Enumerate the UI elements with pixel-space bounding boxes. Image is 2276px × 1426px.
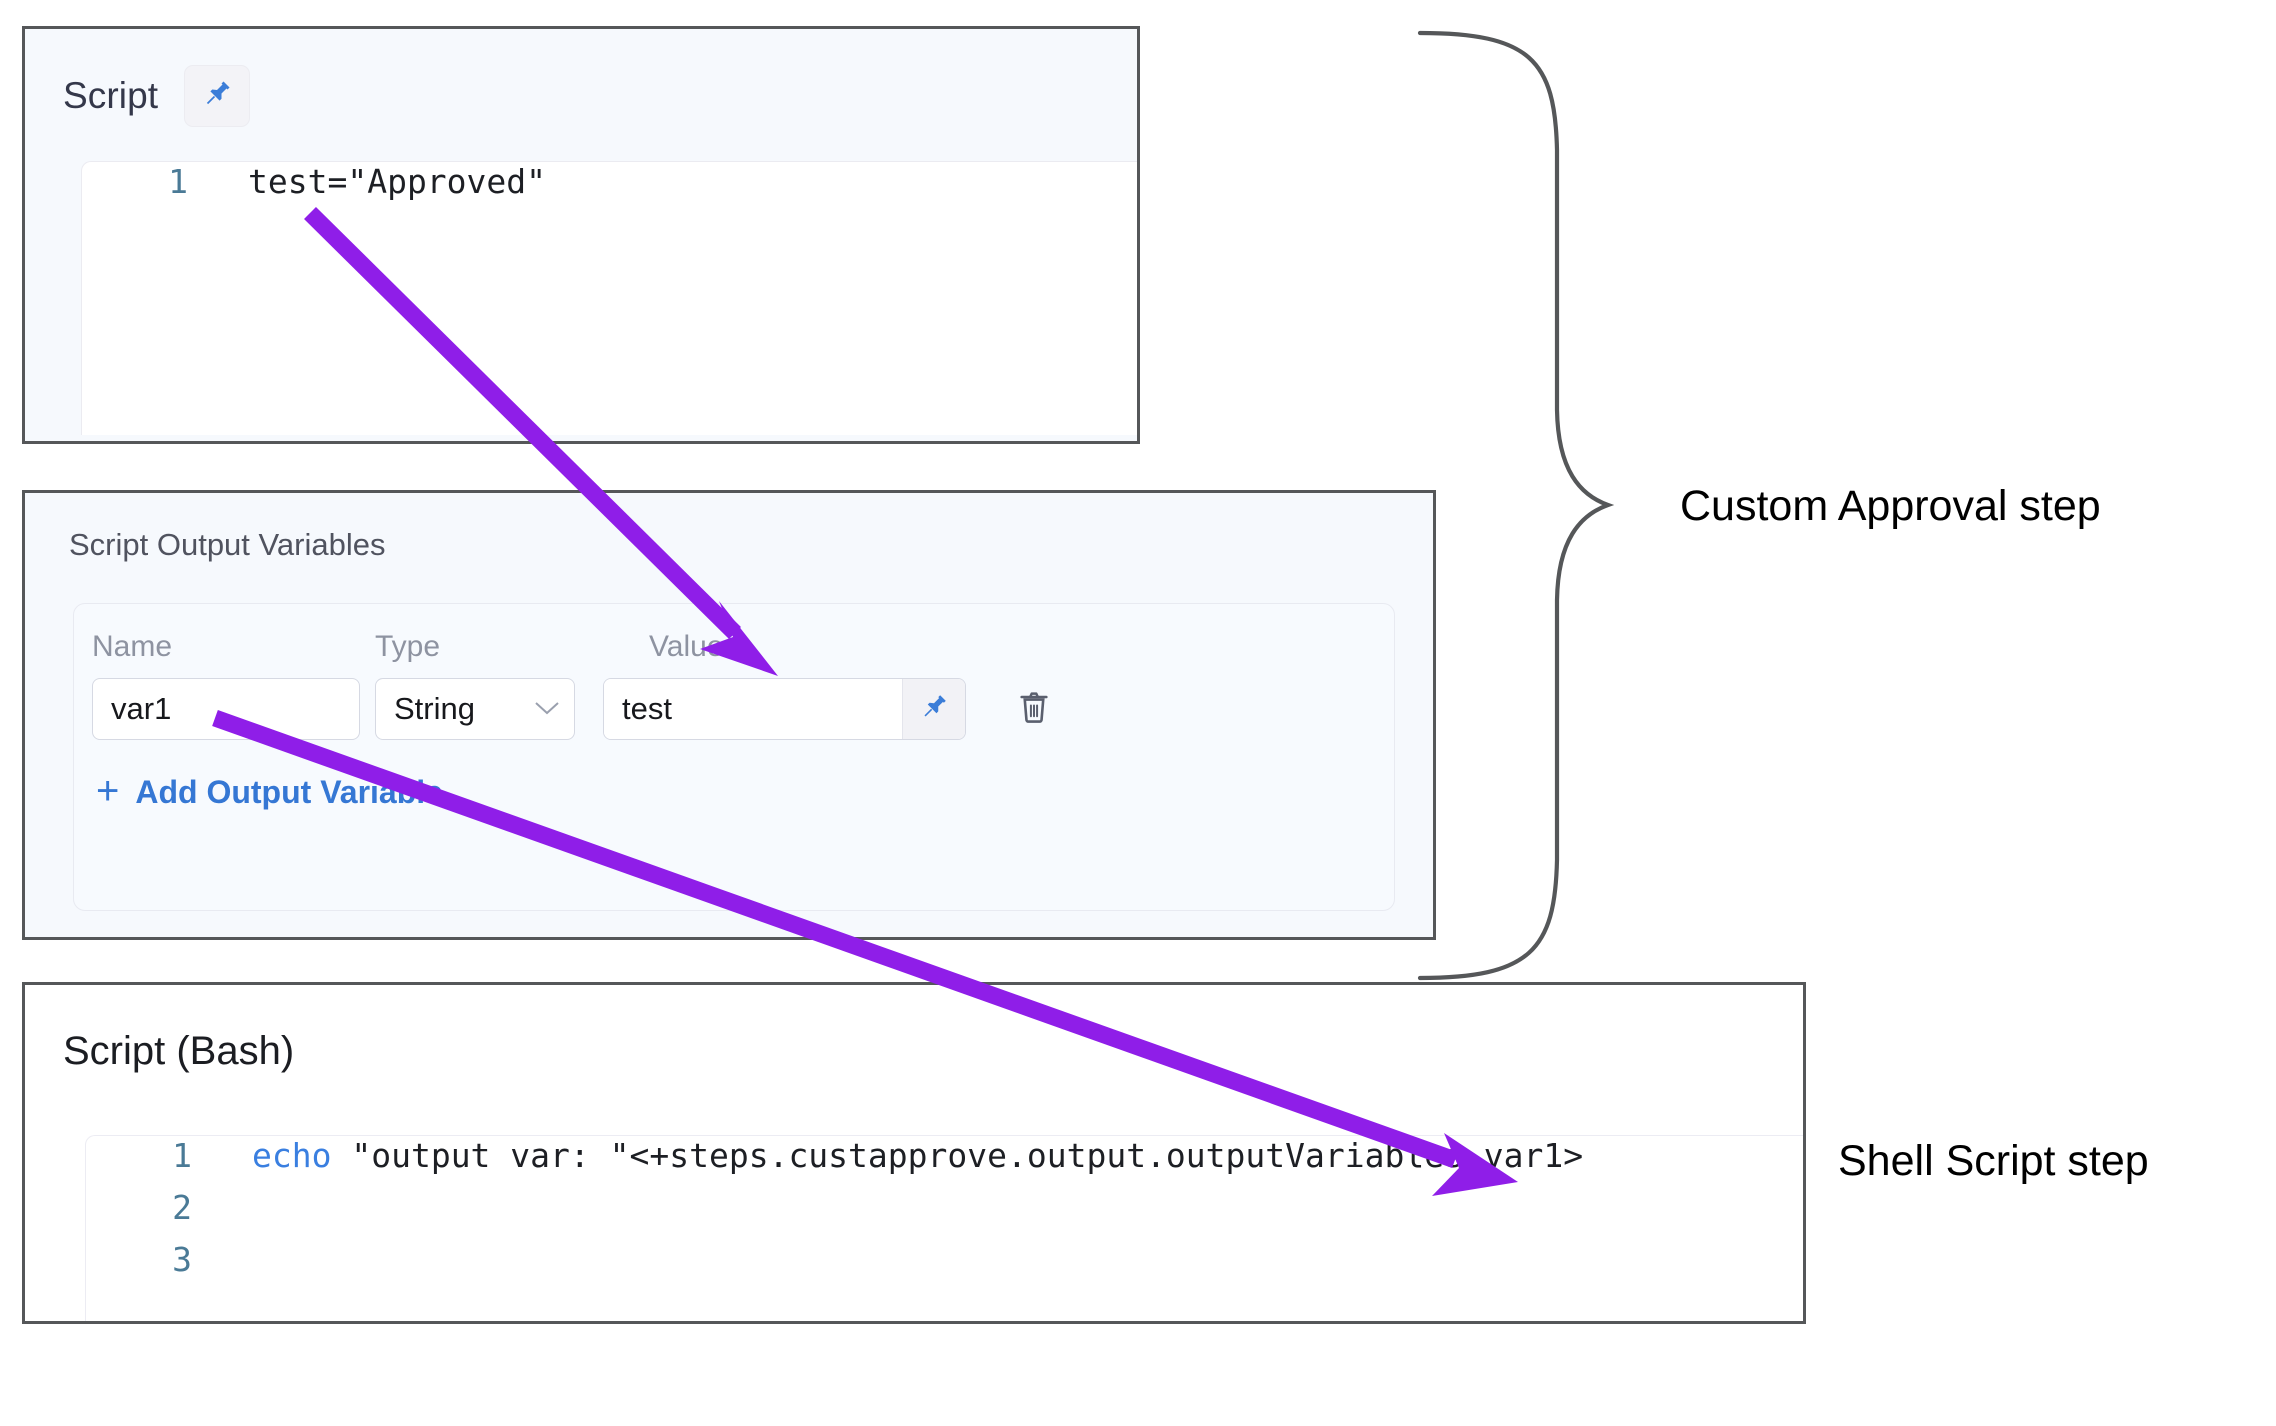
code-line: 3 <box>86 1240 1803 1292</box>
trash-icon <box>1015 687 1053 732</box>
chevron-down-icon <box>534 698 560 720</box>
output-variables-card: Name Type Value var1 String test <box>73 603 1395 911</box>
add-output-variable-label: Add Output Variable <box>135 774 443 810</box>
value-pin-button[interactable] <box>902 679 965 739</box>
variable-type-select[interactable]: String <box>375 678 575 740</box>
column-header-type: Type <box>375 630 441 663</box>
variable-type-value: String <box>394 691 475 726</box>
script-panel: Script 1 test="Approved" <box>22 26 1140 444</box>
script-panel-header: Script <box>25 29 1137 127</box>
script-output-variables-panel: Script Output Variables Name Type Value … <box>22 490 1436 940</box>
table-row: var1 String test <box>74 664 1394 740</box>
variable-value-group: test <box>603 678 966 740</box>
line-number: 2 <box>172 1188 192 1227</box>
line-number: 1 <box>168 162 188 201</box>
line-number: 3 <box>172 1240 192 1279</box>
code-line: 2 <box>86 1188 1803 1240</box>
delete-variable-button[interactable] <box>1012 687 1056 732</box>
script-code-editor[interactable]: 1 test="Approved" <box>81 161 1137 435</box>
bash-code-editor[interactable]: 1 echo "output var: "<+steps.custapprove… <box>85 1135 1803 1321</box>
variable-name-input[interactable]: var1 <box>92 678 360 740</box>
code-line: 1 echo "output var: "<+steps.custapprove… <box>86 1136 1803 1188</box>
bash-script-panel: Script (Bash) 1 echo "output var: "<+ste… <box>22 982 1806 1324</box>
line-content: test="Approved" <box>248 162 547 201</box>
column-header-name: Name <box>92 630 173 663</box>
section-title: Script Output Variables <box>69 527 386 562</box>
pin-icon <box>918 691 950 728</box>
add-output-variable-button[interactable]: + Add Output Variable <box>74 740 1394 811</box>
plus-icon: + <box>96 769 120 813</box>
line-number: 1 <box>172 1136 192 1175</box>
curly-brace <box>1417 30 1615 981</box>
shell-script-step-label: Shell Script step <box>1838 1137 2149 1185</box>
pin-button[interactable] <box>184 65 251 127</box>
variable-value-input[interactable]: test <box>604 679 902 739</box>
code-text: "output var: "<+steps.custapprove.output… <box>331 1136 1584 1175</box>
table-header-row: Name Type Value <box>74 604 1394 664</box>
code-keyword: echo <box>252 1136 332 1175</box>
code-line: 1 test="Approved" <box>82 162 1137 216</box>
line-content: echo "output var: "<+steps.custapprove.o… <box>198 1136 1583 1175</box>
column-header-value: Value <box>649 630 724 663</box>
page-title: Script <box>63 75 159 116</box>
custom-approval-step-label: Custom Approval step <box>1680 482 2101 530</box>
bash-section-title: Script (Bash) <box>63 1029 295 1073</box>
pin-icon <box>200 77 234 116</box>
